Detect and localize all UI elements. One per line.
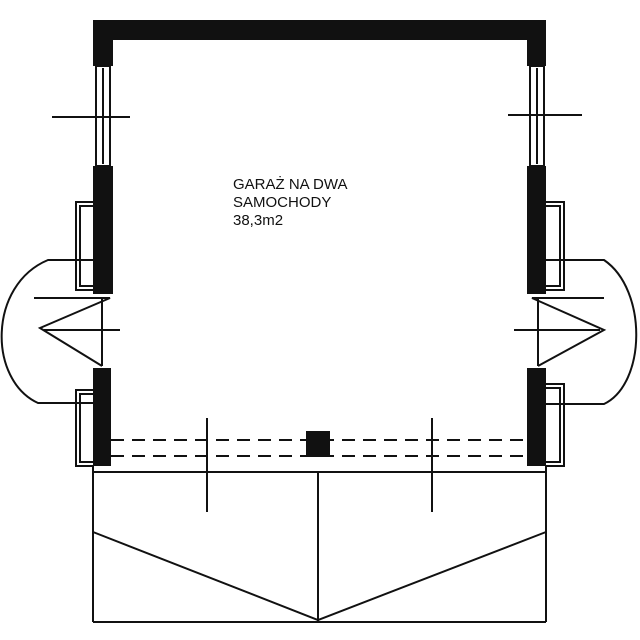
room-name-line-2: SAMOCHODY [233,194,332,211]
door-swing-right [542,259,638,405]
wall-right-bottom [527,368,546,466]
driveway-slope [92,531,547,622]
door-swing-left [0,259,98,404]
room-name-line-1: GARAŻ NA DWA [233,176,348,193]
room-area: 38,3m2 [233,212,284,229]
room-label: GARAŻ NA DWA SAMOCHODY 38,3m2 [233,176,347,230]
door-frame-left-upper [75,201,93,291]
door-frame-right-upper [546,201,565,291]
wall-right-middle [527,166,546,294]
wall-left-bottom [93,368,111,466]
wall-left-middle [93,166,113,294]
wall-top [93,20,546,40]
door-frame-left-lower [75,389,93,467]
door-frame-right-lower [546,383,565,467]
wall-left-top [93,20,113,66]
wall-right-top [527,20,546,66]
center-column [306,431,330,457]
